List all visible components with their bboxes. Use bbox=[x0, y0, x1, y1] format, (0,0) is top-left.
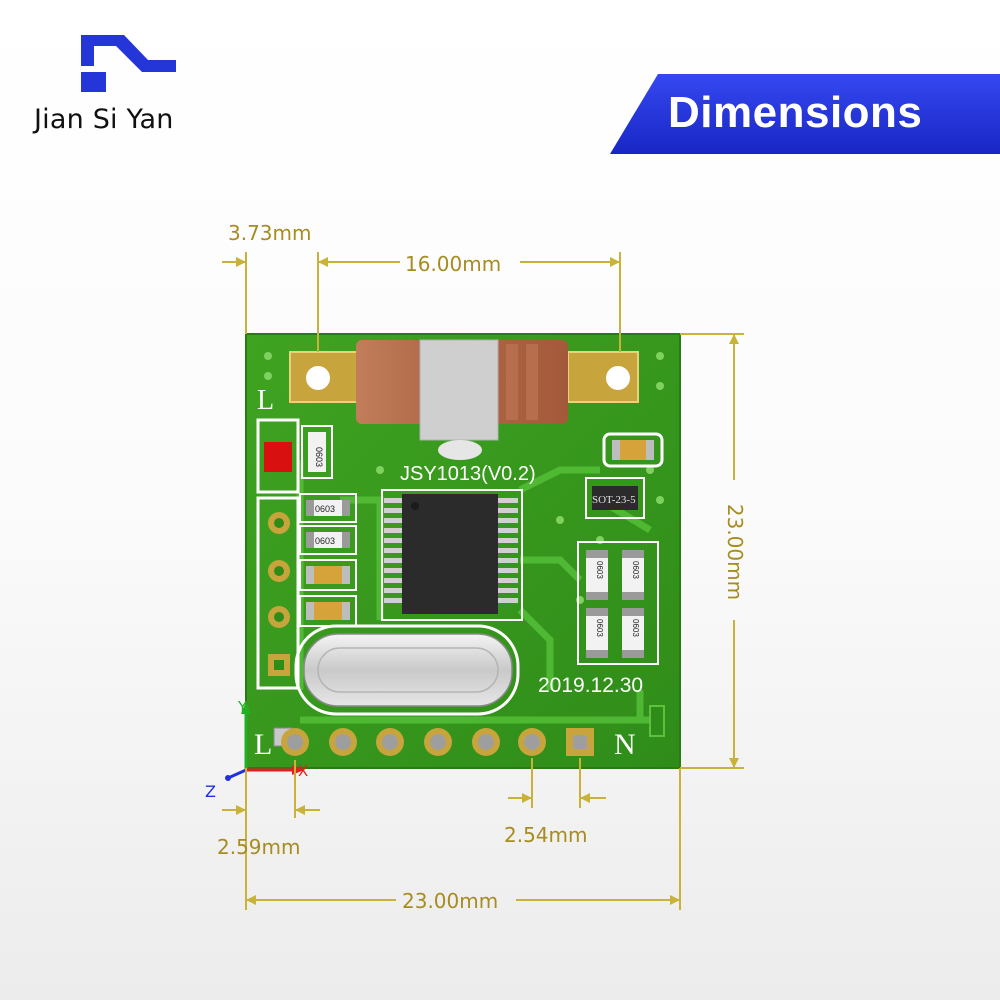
label-n-bottom: N bbox=[614, 728, 636, 761]
dim-pin-offset: 2.59mm bbox=[217, 835, 301, 859]
led-red bbox=[264, 442, 292, 472]
smd-resistor-2: 0603 bbox=[299, 525, 357, 555]
crystal-oscillator bbox=[294, 624, 520, 716]
label-l-top: L bbox=[257, 385, 274, 416]
left-header-pads bbox=[268, 512, 290, 676]
dim-height: 23.00mm bbox=[723, 503, 747, 601]
label-l-bottom: L bbox=[254, 728, 272, 761]
resistor-array: 0603 0603 0603 0603 bbox=[586, 550, 644, 658]
svg-text:SOT-23-5: SOT-23-5 bbox=[592, 494, 636, 506]
banner-background bbox=[610, 74, 1000, 154]
bottom-header-pins bbox=[273, 727, 594, 756]
svg-text:0603: 0603 bbox=[631, 561, 640, 579]
dim-width: 23.00mm bbox=[402, 889, 499, 913]
board-date: 2019.12.30 bbox=[538, 674, 643, 697]
svg-text:Y: Y bbox=[237, 698, 248, 716]
mounting-tab-left bbox=[289, 351, 359, 403]
dim-pin-pitch: 2.54mm bbox=[504, 823, 588, 847]
led-outline bbox=[256, 418, 300, 494]
svg-text:0603: 0603 bbox=[631, 619, 640, 637]
svg-text:0603: 0603 bbox=[595, 561, 604, 579]
sot23-regulator: SOT-23-5 bbox=[585, 477, 645, 519]
svg-text:0603: 0603 bbox=[314, 447, 324, 467]
dim-mount-spacing: 16.00mm bbox=[405, 252, 502, 276]
smd-small-part bbox=[649, 705, 665, 737]
brand-logo-mark bbox=[81, 35, 176, 92]
dim-left-offset: 3.73mm bbox=[228, 221, 312, 245]
svg-text:0603: 0603 bbox=[315, 536, 335, 546]
mounting-tab-right bbox=[567, 351, 639, 403]
banner-title: Dimensions bbox=[668, 88, 923, 137]
smd-resistor-vertical: 0603 bbox=[301, 425, 333, 479]
resistor-array-outline bbox=[577, 541, 659, 665]
svg-text:X: X bbox=[298, 762, 308, 780]
smd-capacitor-top-right bbox=[602, 432, 664, 468]
logo-upper-stroke bbox=[81, 35, 176, 72]
board-model-label: JSY1013(V0.2) bbox=[400, 463, 536, 485]
svg-text:Z: Z bbox=[205, 782, 216, 801]
smd-capacitor-1 bbox=[299, 559, 357, 591]
smd-resistor-1: 0603 bbox=[299, 493, 357, 523]
svg-text:0603: 0603 bbox=[315, 504, 335, 514]
dimension-lines bbox=[222, 252, 744, 910]
shunt-resistor bbox=[356, 339, 568, 460]
brand-name: Jian Si Yan bbox=[34, 104, 174, 135]
logo-lower-block bbox=[81, 72, 106, 92]
main-ic-chip bbox=[381, 489, 523, 621]
svg-text:0603: 0603 bbox=[595, 619, 604, 637]
left-header-outline bbox=[256, 496, 300, 690]
